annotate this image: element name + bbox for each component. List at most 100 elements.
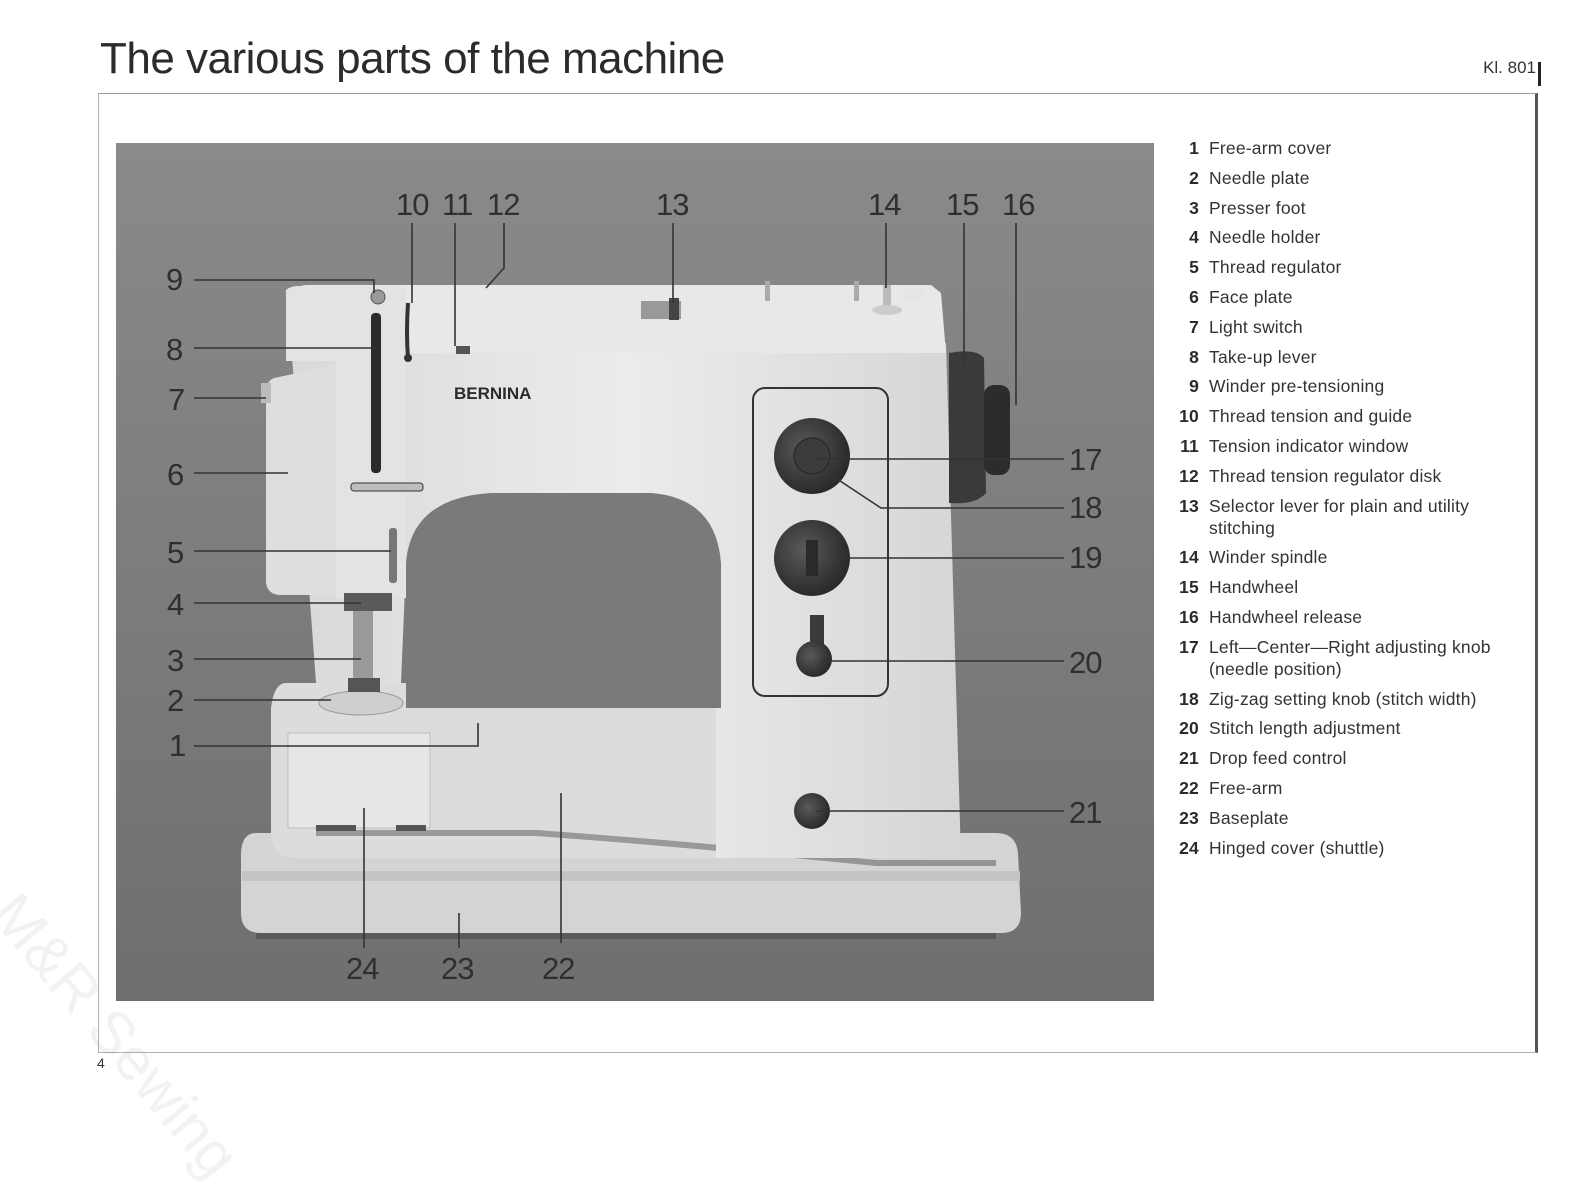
legend-text: Baseplate [1209, 807, 1289, 828]
legend-number: 20 [1179, 718, 1199, 739]
legend-item: 22 Free-arm [1170, 777, 1530, 799]
legend-text: Light switch [1209, 316, 1303, 337]
callout-9: 9 [166, 262, 182, 297]
thread-regulator [389, 528, 397, 583]
legend-text: Stitch length adjustment [1209, 718, 1401, 739]
legend-text: Handwheel release [1209, 606, 1363, 627]
dial-panel [752, 387, 889, 697]
legend-text: Face plate [1209, 286, 1293, 307]
legend-number: 5 [1189, 257, 1199, 278]
legend-text: Left—Center—Right adjusting knob (needle… [1209, 636, 1491, 679]
legend-number: 21 [1179, 748, 1199, 769]
legend-item: 16 Handwheel release [1170, 606, 1530, 628]
legend-item: 23 Baseplate [1170, 807, 1530, 829]
legend-text: Thread regulator [1209, 257, 1342, 278]
winder-spindle [883, 285, 891, 310]
legend-text: Drop feed control [1209, 748, 1347, 769]
callout-3: 3 [167, 643, 183, 678]
callout-5: 5 [167, 535, 183, 570]
legend-text: Needle holder [1209, 227, 1321, 248]
callout-8: 8 [166, 332, 182, 367]
callout-14: 14 [868, 187, 901, 222]
edge-mark [1538, 62, 1541, 86]
face-plate [266, 365, 336, 595]
legend-number: 24 [1179, 837, 1199, 858]
legend-number: 3 [1189, 197, 1199, 218]
legend-item: 2 Needle plate [1170, 167, 1530, 189]
legend-item: 3 Presser foot [1170, 197, 1530, 219]
legend-text: Needle plate [1209, 167, 1310, 188]
legend-item: 4 Needle holder [1170, 226, 1530, 248]
handwheel-release [984, 385, 1010, 475]
legend-text: Hinged cover (shuttle) [1209, 837, 1385, 858]
brand-label: BERNINA [454, 384, 531, 403]
legend-text: Selector lever for plain and utility sti… [1209, 495, 1470, 538]
hinged-cover [287, 732, 431, 829]
callout-18: 18 [1069, 490, 1101, 525]
thread-tension-guide [405, 302, 410, 359]
callout-13: 13 [656, 187, 688, 222]
callout-4: 4 [167, 587, 184, 622]
legend-number: 4 [1189, 227, 1199, 248]
legend-number: 11 [1180, 435, 1199, 456]
legend-number: 13 [1179, 495, 1199, 516]
needle-plate [318, 690, 404, 716]
machine-photo: BERNINA [116, 143, 1154, 1001]
callout-20: 20 [1069, 645, 1102, 680]
legend-text: Take-up lever [1209, 346, 1317, 367]
stitch-length-knob [796, 641, 832, 677]
machine-illustration: BERNINA [116, 143, 1154, 1001]
callout-17: 17 [1069, 442, 1101, 477]
needle-bar [353, 598, 373, 678]
callout-6: 6 [167, 457, 183, 492]
legend-number: 16 [1179, 606, 1199, 627]
callout-22: 22 [542, 951, 574, 986]
legend-text: Thread tension regulator disk [1209, 465, 1442, 486]
legend-item: 14 Winder spindle [1170, 546, 1530, 568]
stitch-length-lever [810, 615, 824, 645]
legend-number: 7 [1189, 316, 1199, 337]
callout-2: 2 [167, 683, 183, 718]
legend-number: 10 [1179, 406, 1199, 427]
legend-number: 22 [1179, 777, 1199, 798]
legend-number: 14 [1179, 547, 1199, 568]
legend-text: Winder spindle [1209, 547, 1328, 568]
callout-12: 12 [487, 187, 519, 222]
legend-item: 18 Zig-zag setting knob (stitch width) [1170, 688, 1530, 710]
legend-text: Handwheel [1209, 577, 1299, 598]
callout-16: 16 [1002, 187, 1034, 222]
legend-item: 24 Hinged cover (shuttle) [1170, 837, 1530, 859]
page-number: 4 [97, 1055, 105, 1071]
legend-text: Presser foot [1209, 197, 1306, 218]
legend-item: 21 Drop feed control [1170, 747, 1530, 769]
handwheel [949, 351, 986, 504]
legend-text: Free-arm [1209, 777, 1283, 798]
callout-23: 23 [441, 951, 473, 986]
callout-1: 1 [169, 728, 185, 763]
legend-number: 12 [1179, 465, 1199, 486]
callout-labels: 9 8 7 6 5 4 3 2 1 10 11 12 13 14 15 16 1… [166, 187, 1103, 986]
take-up-slot [371, 313, 381, 473]
legend-number: 23 [1179, 807, 1199, 828]
legend-item: 12 Thread tension regulator disk [1170, 465, 1530, 487]
legend-number: 9 [1189, 376, 1199, 397]
legend-number: 18 [1179, 688, 1199, 709]
callout-lines [194, 223, 1064, 948]
legend-text: Zig-zag setting knob (stitch width) [1209, 688, 1477, 709]
callout-10: 10 [396, 187, 429, 222]
callout-7: 7 [168, 382, 184, 417]
legend-number: 8 [1189, 346, 1199, 367]
page-title: The various parts of the machine [100, 34, 725, 83]
legend-item: 7 Light switch [1170, 316, 1530, 338]
callout-11: 11 [442, 187, 472, 222]
legend-number: 2 [1189, 167, 1199, 188]
legend-item: 20 Stitch length adjustment [1170, 717, 1530, 739]
callout-19: 19 [1069, 540, 1101, 575]
